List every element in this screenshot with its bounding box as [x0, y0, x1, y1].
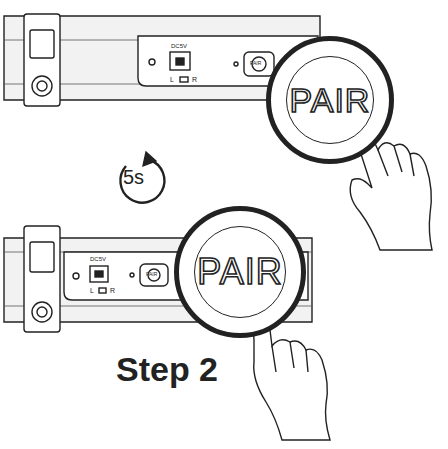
panel-marking: L — [170, 76, 174, 83]
duration-label: 5s — [123, 167, 144, 187]
panel-marking: R — [192, 76, 197, 83]
panel-marking: PAIR — [146, 272, 157, 277]
button-label: PAIR — [197, 251, 282, 293]
button-label: PAIR — [290, 81, 371, 120]
magnified-button: PAIR — [266, 36, 394, 164]
panel-marking: R — [110, 287, 115, 294]
step-label: Step 2 — [116, 352, 218, 386]
panel-marking: L — [90, 287, 94, 294]
panel-marking: DC5V — [90, 256, 106, 262]
panel-marking: PAIR — [250, 61, 261, 66]
panel-marking: DC5V — [171, 43, 187, 49]
magnified-button: PAIR — [174, 206, 306, 338]
